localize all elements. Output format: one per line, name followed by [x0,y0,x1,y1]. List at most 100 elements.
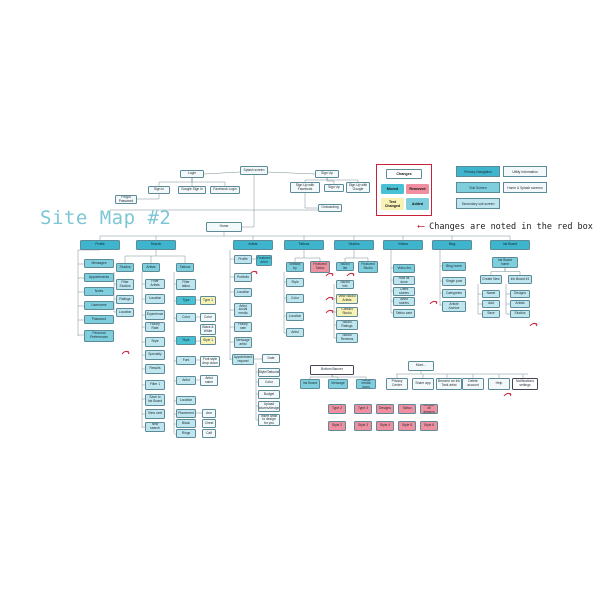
node-login: Login [180,170,204,178]
node-removed-0: Type 2 [328,404,346,414]
node-utility-4: Help [488,378,510,390]
page-title: Site Map #2 [40,207,172,229]
key-utility: Utility Information [503,166,547,177]
node-sign-up-facebook: Sign Up with Facebook [290,182,320,193]
node-artist-1: Featured Artist [256,255,272,266]
node-bottom-banner: Bottom Banner [310,365,354,375]
node-studio-ratings: Studio Ratings [336,320,358,330]
node-search-tattoo-1: Type [176,296,196,305]
node-search-tattoo-4: Font [176,356,196,365]
node-video-1: How its done [393,276,415,285]
node-splash: Splash screen [240,166,268,175]
node-profile-messages: Messages [84,259,114,268]
node-tattoo-location: Location [286,312,304,321]
node-removed-3: Tattoo [398,404,416,414]
node-sign-up: Sign Up [315,170,339,178]
node-nav-ink-board: Ink Board [490,240,530,250]
splash-login [203,171,241,175]
node-search-tattoo-5: Artist [176,376,196,385]
node-studio-info: Studio info [336,280,354,289]
node-tattoo-sub-8: Calf [202,429,216,438]
node-artist-4: Artist social media [234,303,252,317]
node-studio-location: Location [116,308,134,317]
node-tattoo-browse: Browse by [286,262,304,272]
node-more: More... [408,361,434,371]
node-inkboard-add: Add [482,300,500,308]
node-utility-1: Share app [412,378,434,390]
node-artist-3: Location [234,288,252,297]
node-video-0: Video list [393,264,415,273]
node-artist-5: Hourly rate [234,322,252,332]
node-search-artist-7: Filter 1 [145,380,165,390]
node-search-artist-5: Specialty [145,350,165,360]
node-tattoo-featured: Featured Tattoo [310,261,330,273]
key-primary: Primary Navigation [456,166,500,177]
node-nav-blog: Blog [432,240,472,250]
featured-studio-arrow-icon [346,272,355,277]
node-artist-0: Profile [234,255,252,264]
contact-arrow-icon [325,309,334,314]
node-search-artists: Artists [142,263,160,272]
node-search-artist-6: Results [145,364,165,374]
node-studio-contact: Contact Studio [336,307,358,317]
node-banner-message: Message [328,379,348,389]
key-sub-screen: Sub Screen [456,182,500,193]
node-inkboard-studios: Studios [510,310,530,318]
node-removed-5: Style 2 [328,421,346,431]
node-inkboard-home: Ink Board home [492,257,518,268]
node-removed-8: Style 5 [398,421,416,431]
key-secondary: Secondary sub screen [456,198,500,209]
node-sign-up-google: Sign Up with Google [346,182,370,193]
node-search-artist-2: Experience [145,310,165,320]
node-search-tattoo-6: Location [176,396,196,405]
node-blog-2: Categories [442,289,466,298]
node-inkboard-create: Create New [480,275,502,284]
node-search-tattoo-2: Color [176,313,196,322]
node-utility-5: Notifications settings [512,378,538,390]
node-inkboard-1: Ink Board #1 [508,275,532,284]
node-sign-in: Sign In [148,186,170,194]
node-artist-12: Upload pictures/designs [258,401,280,412]
node-utility-2: Become an Ink Tank artist [436,378,462,390]
node-sign-up-tab: Sign Up [324,184,344,192]
legend-removed: Removed [406,184,429,194]
node-artist-8: Date [262,354,280,363]
node-inkboard-save: Save [482,310,500,318]
node-tattoo-sub-2: Black & White [200,324,216,335]
node-video-2: Client stories [393,287,415,296]
node-banner-inkboard: Ink Board [300,379,320,389]
node-blog-3: Article Archive [442,301,466,312]
node-utility-3: Delete account [462,378,484,390]
legend-added: Added [406,198,429,210]
node-nav-videos: Videos [383,240,423,250]
notifications-arrow-icon [503,392,512,397]
node-facebook-login: Facebook Login [210,186,240,194]
node-tattoo-color: Color [286,294,304,303]
node-nav-search: Search [136,240,176,250]
node-artist-13: Insert artist to design for you [258,414,280,426]
node-profile-password: Password [84,315,114,324]
node-nav-artists: Artists [233,240,273,250]
node-inkboard-artists: Artists [510,300,530,308]
node-search-artist-0: Filter Artists [145,279,165,289]
node-tattoo-sub-4: Font style drop down [200,356,220,367]
featured-tattoo-arrow-icon [325,272,334,277]
node-google-sign-in: Google Sign In [178,186,206,194]
node-profile-appointments: Appointments [84,273,114,282]
note-arrow-icon: ⟵ [418,221,425,232]
node-blog-0: Blog home [442,262,466,271]
legend-heading: Changes [386,169,422,179]
changes-note: ⟵ Changes are noted in the red box [418,221,593,232]
node-banner-social: Social media icons [356,379,376,389]
node-artist-11: Budget [258,390,280,399]
node-video-3: Artist stories [393,297,415,306]
node-artist-9: Style/Tattooist [258,368,280,377]
legend-text-changed: Text Changed [381,198,404,210]
node-video-4: Tattoo care [393,309,415,318]
node-onboarding: Onboarding [318,204,342,212]
node-profile-notes: Notes [84,287,114,296]
inkboard-arrow-icon [529,322,538,327]
node-removed-2: Designs [376,404,394,414]
